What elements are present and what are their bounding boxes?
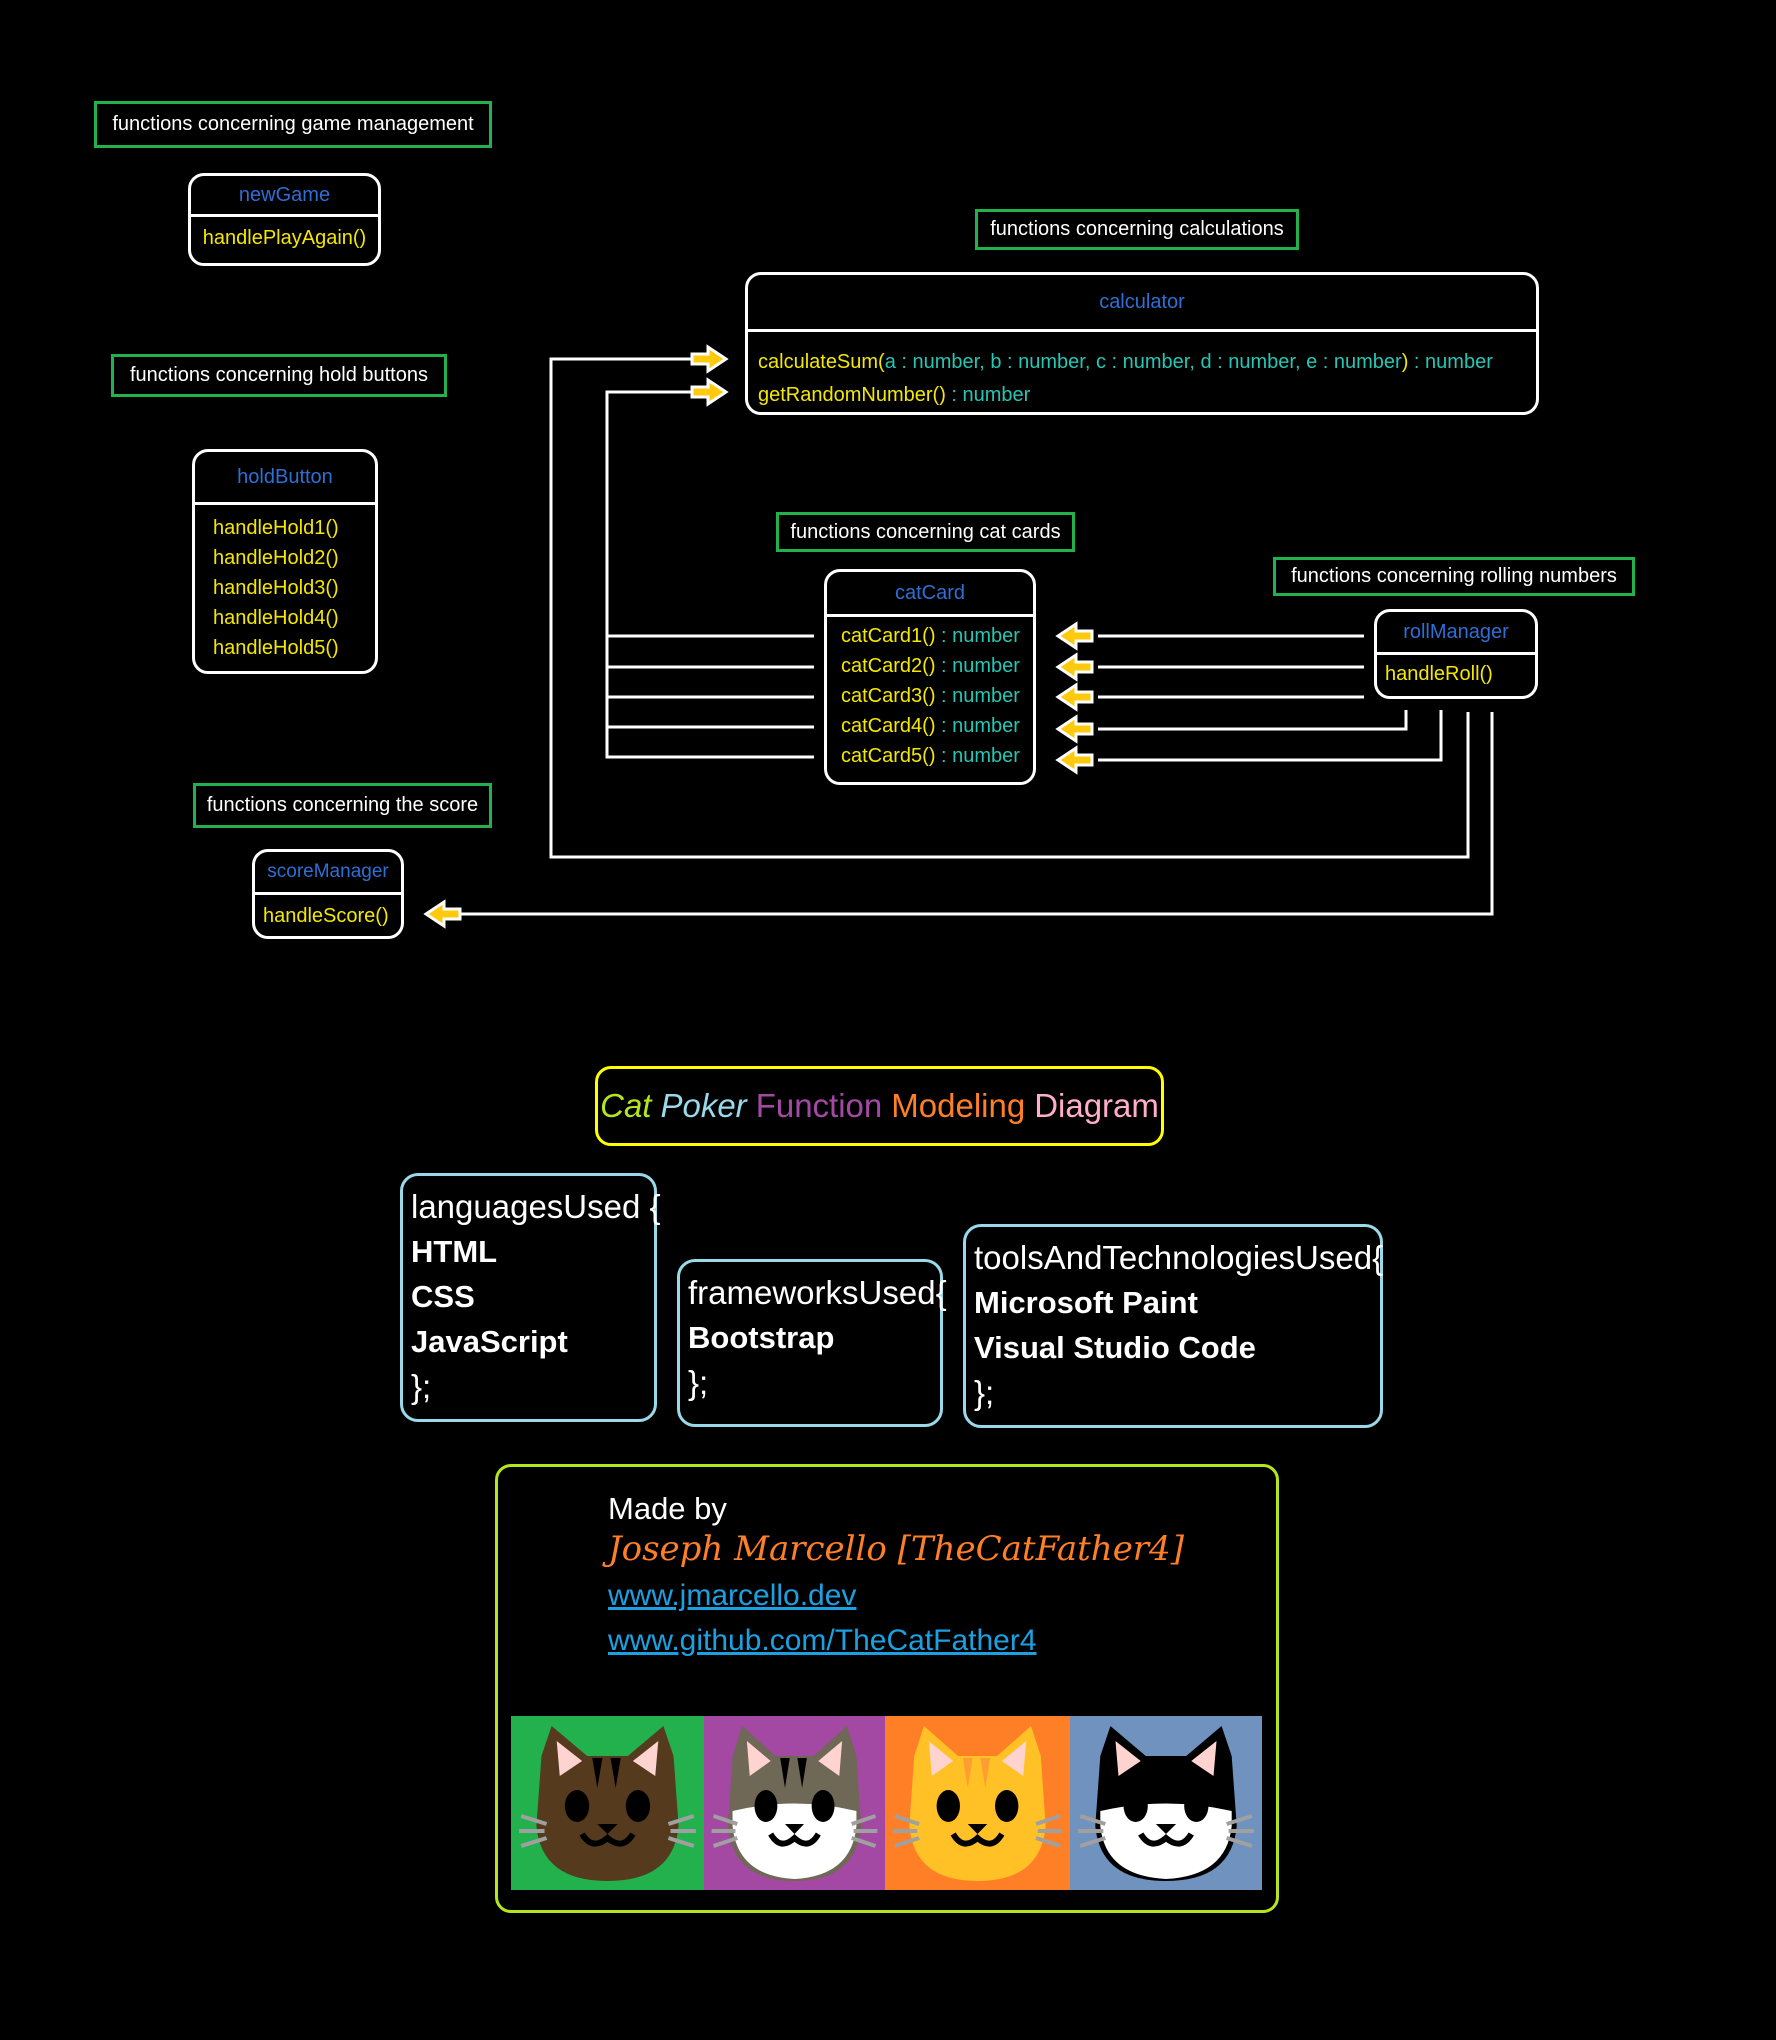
cat-tuxedo-icon (1070, 1716, 1262, 1890)
language-item: HTML (411, 1234, 498, 1269)
website-link[interactable]: www.jmarcello.dev (608, 1579, 857, 1612)
method-catcard4: catCard4() : number (841, 711, 1020, 741)
tools-open: toolsAndTechnologiesUsed{ (974, 1239, 1384, 1276)
label-calculations: functions concerning calculations (975, 209, 1299, 250)
wire-roll-catcard4 (1098, 710, 1408, 731)
framework-item: Bootstrap (688, 1320, 835, 1355)
class-scoremanager: scoreManager handleScore() (252, 849, 404, 939)
language-item: JavaScript (411, 1324, 568, 1359)
method-name: catCard4() (841, 715, 936, 737)
method-name: catCard1() (841, 625, 936, 647)
return-type: : number (1408, 351, 1493, 373)
title-word: Function (755, 1087, 883, 1124)
cat-grey-white-tabby-icon (704, 1716, 885, 1890)
class-name: scoreManager (255, 852, 401, 895)
param: a : number, (884, 351, 991, 373)
arrow-to-catcard3-icon (1056, 683, 1094, 711)
method-name: catCard2() (841, 655, 936, 677)
frameworks-close: }; (688, 1364, 709, 1401)
method-handlehold5: handleHold5() (213, 637, 339, 659)
wire-roll-to-score (460, 712, 1494, 916)
cat-brown-tabby-icon (511, 1716, 704, 1890)
arrow-to-catcard1-icon (1056, 622, 1094, 650)
arrow-to-getrandomnumber-icon (690, 378, 728, 406)
label-game-management: functions concerning game management (94, 101, 492, 148)
method-catcard1: catCard1() : number (841, 621, 1020, 651)
method-catcard3: catCard3() : number (841, 681, 1020, 711)
method-handlehold3: handleHold3() (213, 577, 339, 599)
method-calculatesum: calculateSum(a : number, b : number, c :… (758, 346, 1526, 379)
return-type: : number (935, 715, 1020, 737)
title-word: Poker (660, 1087, 747, 1124)
method-close: ) (1401, 351, 1409, 373)
language-item: CSS (411, 1279, 475, 1314)
languages-used-box: languagesUsed { HTML CSS JavaScript }; (400, 1173, 661, 1422)
credits-box: Made by Joseph Marcello [TheCatFather4] … (495, 1464, 1279, 1913)
method-getrandomnumber: getRandomNumber() : number (758, 379, 1526, 412)
tool-item: Microsoft Paint (974, 1285, 1198, 1320)
made-by-label: Made by (608, 1491, 727, 1526)
cat-orange-tabby-icon (885, 1716, 1070, 1890)
tool-item: Visual Studio Code (974, 1330, 1256, 1365)
class-newgame: newGame handlePlayAgain() (188, 173, 381, 266)
title-word: Modeling (891, 1087, 1026, 1124)
return-type: : number (935, 685, 1020, 707)
method-catcard5: catCard5() : number (841, 741, 1020, 771)
return-type: : number (935, 745, 1020, 767)
param: e : number (1306, 351, 1402, 373)
cats-strip (511, 1716, 1262, 1890)
title-word: Cat (600, 1087, 652, 1124)
languages-close: }; (411, 1368, 432, 1405)
method-handleroll: handleRoll() (1385, 663, 1493, 685)
return-type: : number (935, 655, 1020, 677)
wire-roll-to-calculatesum (549, 357, 1470, 859)
param: c : number, (1095, 351, 1201, 373)
class-name: catCard (827, 572, 1033, 617)
wire-catcards-to-getrandom (605, 390, 814, 759)
frameworks-used-box: frameworksUsed{ Bootstrap }; (677, 1259, 947, 1427)
method-name: catCard3() (841, 685, 936, 707)
github-link[interactable]: www.github.com/TheCatFather4 (608, 1624, 1037, 1657)
wire-roll-catcard5 (1098, 710, 1443, 762)
class-name: newGame (191, 176, 378, 217)
author-name: Joseph Marcello [TheCatFather4] (608, 1529, 1184, 1569)
method-name: getRandomNumber() (758, 384, 946, 406)
languages-open: languagesUsed { (411, 1188, 661, 1225)
method-name: catCard5() (841, 745, 936, 767)
arrow-to-calculatesum-icon (690, 345, 728, 373)
arrow-to-catcard2-icon (1056, 653, 1094, 681)
method-handlehold1: handleHold1() (213, 517, 339, 539)
label-cat-cards: functions concerning cat cards (776, 512, 1075, 552)
tools-close: }; (974, 1374, 995, 1411)
class-holdbutton: holdButton handleHold1() handleHold2() h… (192, 449, 378, 674)
class-rollmanager: rollManager handleRoll() (1374, 609, 1538, 699)
method-handlescore: handleScore() (263, 905, 389, 927)
label-score: functions concerning the score (193, 783, 492, 828)
method-name: calculateSum( (758, 351, 885, 373)
tools-used-box: toolsAndTechnologiesUsed{ Microsoft Pain… (963, 1224, 1383, 1428)
method-handleplayagain: handlePlayAgain() (202, 227, 367, 249)
class-calculator: calculator calculateSum(a : number, b : … (745, 272, 1539, 415)
class-name: calculator (748, 275, 1536, 332)
param: d : number, (1200, 351, 1307, 373)
method-handlehold2: handleHold2() (213, 547, 339, 569)
arrow-to-catcard4-icon (1056, 715, 1094, 743)
label-hold-buttons: functions concerning hold buttons (111, 354, 447, 397)
frameworks-open: frameworksUsed{ (688, 1274, 947, 1311)
return-type: : number (945, 384, 1031, 406)
title-word: Diagram (1034, 1087, 1159, 1124)
arrow-to-handlescore-icon (424, 900, 462, 928)
class-name: holdButton (195, 452, 375, 505)
arrow-to-catcard5-icon (1056, 746, 1094, 774)
method-catcard2: catCard2() : number (841, 651, 1020, 681)
return-type: : number (935, 625, 1020, 647)
method-handlehold4: handleHold4() (213, 607, 339, 629)
param: b : number, (990, 351, 1096, 373)
label-rolling-numbers: functions concerning rolling numbers (1273, 557, 1635, 596)
class-name: rollManager (1377, 612, 1535, 655)
